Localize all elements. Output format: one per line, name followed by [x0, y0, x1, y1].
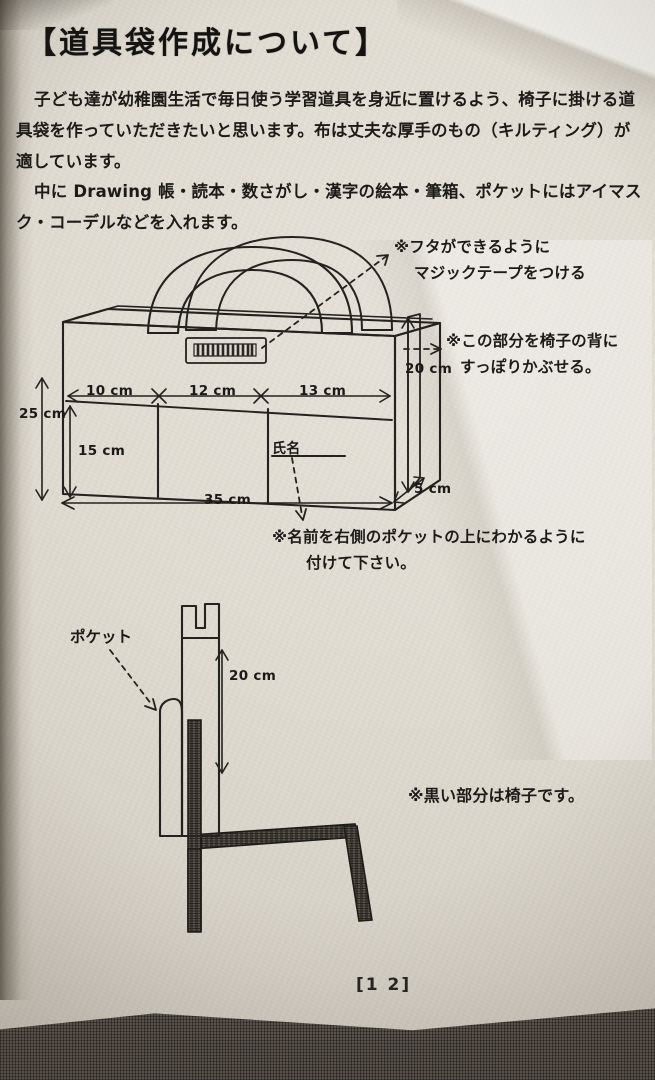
note-name-placement: ※名前を右側のポケットの上にわかるように 付けて下さい。 — [272, 524, 586, 576]
note-name-line2: 付けて下さい。 — [306, 554, 416, 572]
chair-dim-hang-height: 20 cm — [229, 668, 277, 684]
dim-depth: 5 cm — [414, 481, 452, 497]
dim-pocket-middle: 12 cm — [189, 383, 237, 399]
corner-shadow-top-left — [0, 0, 112, 30]
note-name-line1: ※名前を右側のポケットの上にわかるように — [272, 528, 586, 546]
paragraph-intro: 子ども達が幼稚園生活で毎日使う学習道具を身近に置けるよう、椅子に掛ける道具袋を作… — [16, 90, 636, 171]
note-chair-back-line1: ※この部分を椅子の背に — [446, 332, 619, 350]
note-black-is-chair: ※黒い部分は椅子です。 — [408, 786, 585, 805]
dim-pocket-right: 13 cm — [299, 383, 347, 399]
note-flap-line2: マジックテープをつける — [414, 264, 586, 282]
note-flap-line1: ※フタができるように — [394, 238, 551, 256]
note-chair-back: ※この部分を椅子の背に すっぽりかぶせる。 — [446, 328, 618, 380]
dim-pocket-left: 10 cm — [86, 383, 134, 399]
paragraph-contents: 中に Drawing 帳・読本・数さがし・漢字の絵本・筆箱、ポケットにはアイマス… — [16, 182, 642, 232]
paper-grain-texture — [0, 0, 655, 1031]
paper-sheet — [0, 0, 655, 1031]
page-number: [1 2] — [356, 975, 412, 995]
chair-pocket-label: ポケット — [70, 628, 133, 646]
dim-total-width: 35 cm — [204, 492, 252, 508]
dim-flap-height: 20 cm — [405, 361, 453, 377]
name-field-label: 氏名 — [272, 441, 301, 457]
dim-pocket-height: 15 cm — [78, 443, 126, 459]
note-flap-velcro: ※フタができるように マジックテープをつける — [394, 234, 586, 286]
page-title: 【道具袋作成について】 — [26, 26, 389, 61]
binding-shadow-left — [0, 0, 34, 1000]
dim-total-height: 25 cm — [19, 406, 67, 422]
note-chair-back-line2: すっぽりかぶせる。 — [460, 358, 601, 376]
